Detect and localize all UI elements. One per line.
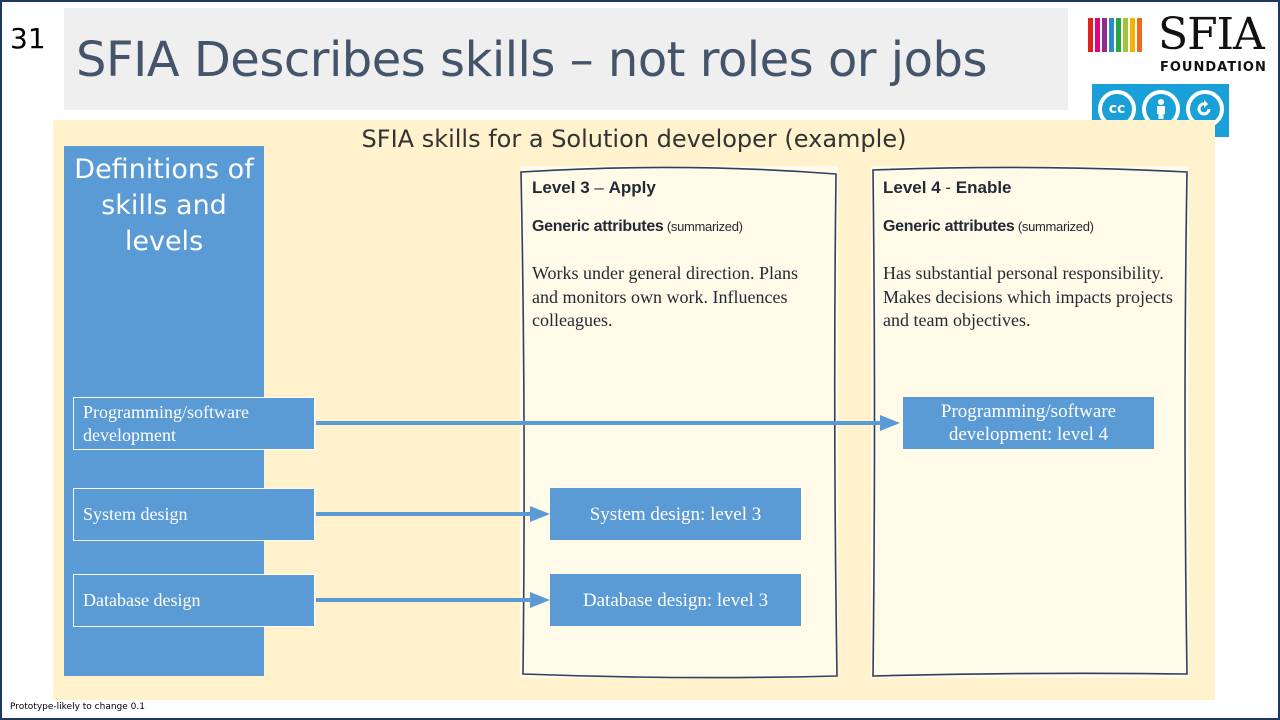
logo-wordmark: SFIA (1158, 9, 1265, 60)
mapping-programming-level-4: Programming/software development: level … (903, 397, 1154, 449)
logo-stripe (1109, 18, 1114, 52)
footer-note: Prototype-likely to change 0.1 (10, 702, 145, 712)
definitions-title: Definitions of skills and levels (64, 152, 264, 260)
definitions-title-line: Definitions of (74, 154, 254, 185)
logo-stripe (1102, 18, 1107, 52)
mapping-system-design-level-3: System design: level 3 (550, 488, 801, 540)
level-3-heading: Level 3 – Apply (532, 178, 656, 198)
logo-stripe (1116, 18, 1121, 52)
logo-stripe (1088, 18, 1093, 52)
logo-stripe (1095, 18, 1100, 52)
level-3-attributes-label: Generic attributes (summarized) (532, 218, 743, 236)
title-bar: SFIA Describes skills – not roles or job… (64, 8, 1068, 110)
logo-stripes (1088, 18, 1148, 52)
level-3-name: Apply (608, 178, 656, 197)
level-3-separator: – (589, 178, 609, 197)
level-3-card-border (520, 166, 838, 679)
logo-subtitle: FOUNDATION (1160, 60, 1267, 75)
slide-title: SFIA Describes skills – not roles or job… (76, 32, 987, 88)
level-4-name: Enable (955, 178, 1012, 197)
level-4-attr-note: (summarized) (1014, 219, 1094, 234)
panel-title: SFIA skills for a Solution developer (ex… (361, 125, 907, 153)
sfia-foundation-logo: SFIA FOUNDATION (1088, 10, 1266, 80)
level-3-attr-label: Generic attributes (532, 218, 664, 235)
skill-database-design: Database design (73, 574, 315, 627)
level-4-heading: Level 4 - Enable (883, 178, 1012, 198)
level-4-attributes-label: Generic attributes (summarized) (883, 218, 1094, 236)
level-3-description: Works under general direction. Plans and… (532, 263, 798, 330)
level-3-attr-note: (summarized) (663, 219, 743, 234)
level-3-number: Level 3 (532, 178, 590, 197)
mapping-database-design-level-3: Database design: level 3 (550, 574, 801, 626)
logo-stripe (1123, 18, 1128, 52)
definitions-title-line: levels (124, 226, 204, 257)
slide-number: 31 (10, 22, 46, 55)
logo-stripe (1137, 18, 1142, 52)
logo-stripe (1130, 18, 1135, 52)
skill-programming: Programming/software development (73, 397, 315, 450)
level-4-description: Has substantial personal responsibility.… (883, 263, 1173, 330)
level-4-separator: - (940, 178, 956, 197)
level-4-attr-label: Generic attributes (883, 218, 1015, 235)
level-4-card-border (872, 166, 1188, 677)
skill-system-design: System design (73, 488, 315, 541)
level-4-number: Level 4 (883, 178, 941, 197)
definitions-title-line: skills and (101, 190, 227, 221)
